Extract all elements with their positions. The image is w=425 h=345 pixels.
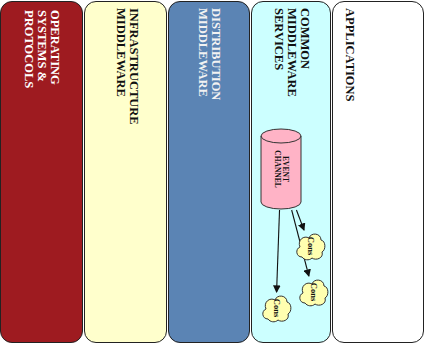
rotated-label: DISTRIBUTION MIDDLEWARE: [196, 8, 222, 126]
label-text: DISTRIBUTION MIDDLEWARE: [196, 8, 222, 126]
label-text: Cons: [309, 277, 318, 307]
services-band: COMMON MIDDLEWARE SERVICES EVENT CHANNEL C…: [251, 1, 331, 343]
label-text: OPERATING SYSTEMS & PROTOCOLS: [21, 10, 60, 102]
infrastructure-band: INFRASTRUCTURE MIDDLEWARE: [84, 1, 167, 343]
rotated-label: Cons: [272, 293, 281, 323]
distribution-band: DISTRIBUTION MIDDLEWARE: [168, 1, 250, 343]
event-arrow: [277, 210, 280, 292]
rotated-label: COMMON MIDDLEWARE SERVICES: [271, 8, 310, 108]
event-arrow: [296, 210, 304, 230]
label-text: Cons: [306, 231, 315, 261]
rotated-label: Cons: [306, 231, 315, 261]
event-arrow: [292, 210, 309, 276]
rotated-label: OPERATING SYSTEMS & PROTOCOLS: [21, 10, 60, 102]
label-text: EVENT CHANNEL: [273, 138, 289, 200]
consumer-cloud: Cons: [260, 292, 292, 324]
consumer-cloud: Cons: [294, 230, 326, 262]
label-text: APPLICATIONS: [342, 8, 355, 158]
os-band: OPERATING SYSTEMS & PROTOCOLS: [0, 1, 83, 343]
applications-band: APPLICATIONS: [332, 1, 424, 343]
rotated-label: INFRASTRUCTURE MIDDLEWARE: [114, 8, 140, 143]
label-text: Cons: [272, 293, 281, 323]
rotated-label: APPLICATIONS: [342, 8, 355, 158]
consumer-cloud: Cons: [297, 276, 329, 308]
event-channel-cylinder: EVENT CHANNEL: [260, 128, 302, 210]
rotated-label: EVENT CHANNEL: [273, 138, 289, 200]
label-text: COMMON MIDDLEWARE SERVICES: [271, 8, 310, 108]
rotated-label: Cons: [309, 277, 318, 307]
label-text: INFRASTRUCTURE MIDDLEWARE: [114, 8, 140, 143]
